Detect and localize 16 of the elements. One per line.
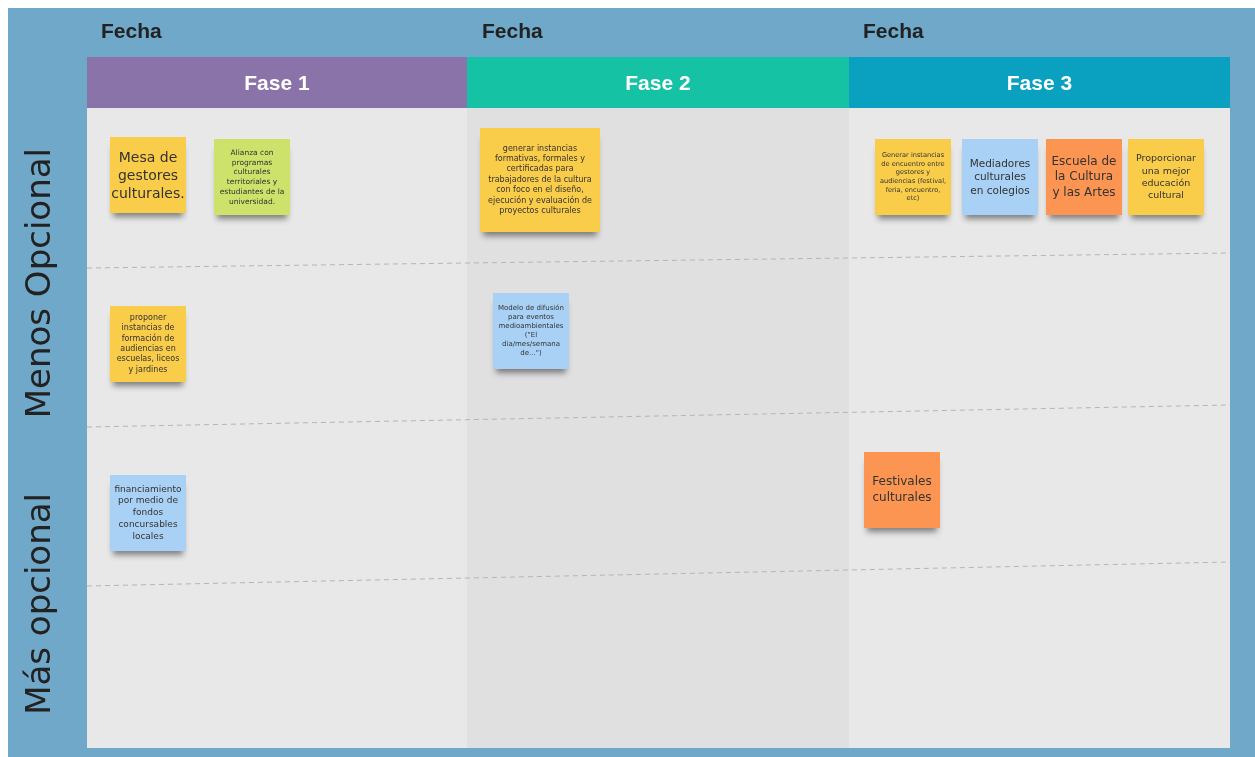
sticky-note: financiamiento por medio de fondos concursables locales xyxy=(110,475,186,551)
sticky-note: Escuela de la Cultura y las Artes xyxy=(1046,139,1122,215)
phase-header: Fase 2 xyxy=(467,57,849,108)
sticky-note: generar instancias formativas, formales y certificadas para trabajadores de la cultura con foco en el diseño, ejecución y evaluación de proyectos culturales xyxy=(480,128,600,232)
row-heading: Más opcional xyxy=(18,493,58,715)
sticky-note: Festivales culturales xyxy=(864,452,940,528)
sticky-note: Mediadores culturales en colegios xyxy=(962,139,1038,215)
phase-header: Fase 1 xyxy=(87,57,467,108)
sticky-note: proponer instancias de formación de audiencias en escuelas, liceos y jardines xyxy=(110,306,186,382)
sticky-note: Mesa de gestores culturales. xyxy=(110,137,186,213)
sticky-note: Proporcionar una mejor educación cultural xyxy=(1128,139,1204,215)
phase-header: Fase 3 xyxy=(849,57,1230,108)
date-heading: Fecha xyxy=(482,19,543,43)
date-heading: Fecha xyxy=(101,19,162,43)
row-heading: Menos Opcional xyxy=(18,148,58,419)
date-heading: Fecha xyxy=(863,19,924,43)
